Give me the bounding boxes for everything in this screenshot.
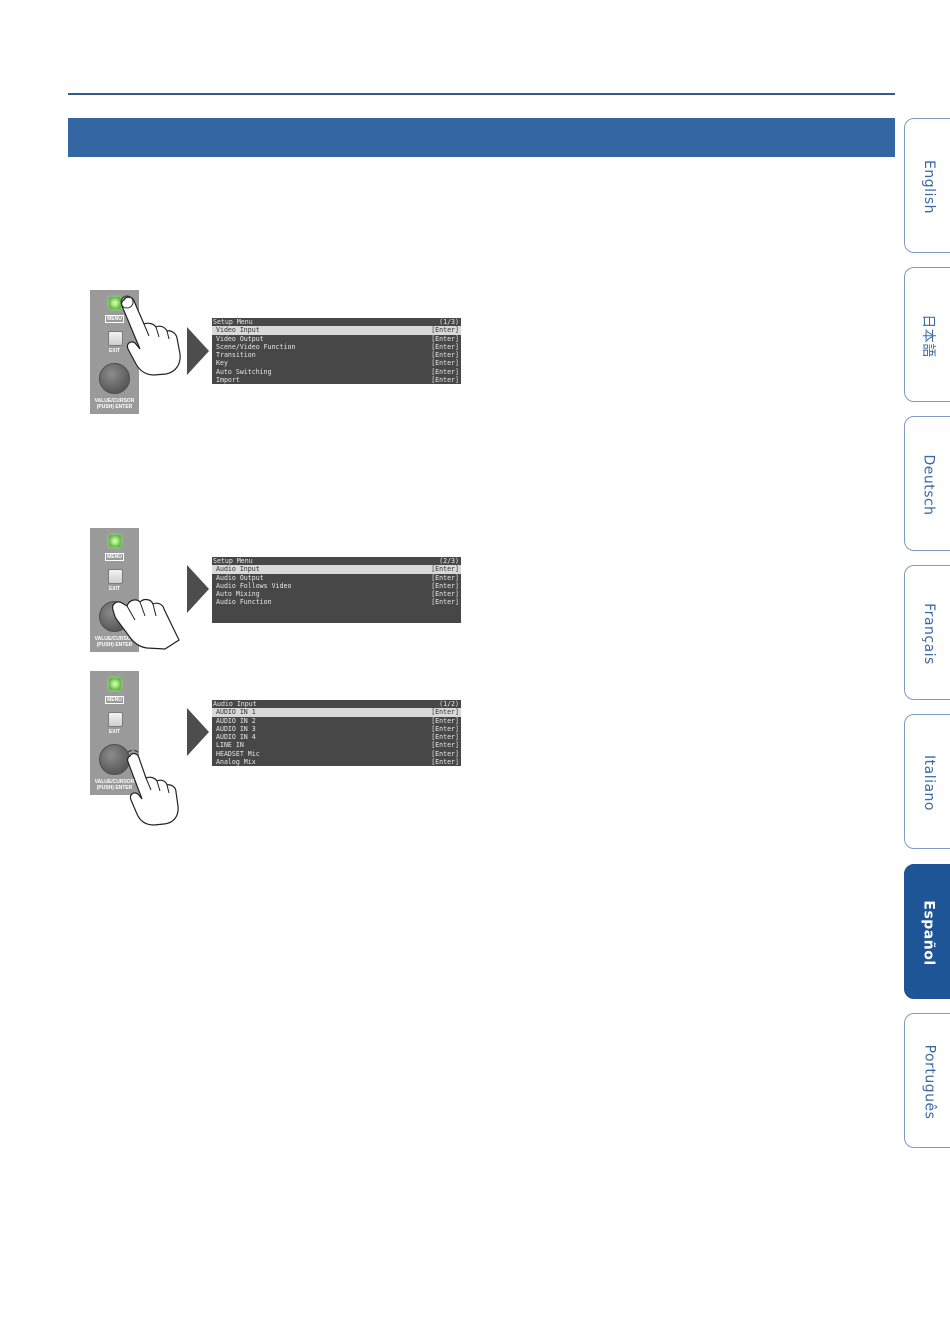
turning-hand-icon: [112, 598, 180, 650]
menu-row[interactable]: Video Output[Enter]: [216, 334, 459, 343]
tab-deutsch[interactable]: Deutsch: [904, 416, 950, 551]
menu-row-selected[interactable]: Video Input[Enter]: [212, 326, 461, 335]
value-cursor-knob[interactable]: [99, 363, 130, 394]
tab-italiano[interactable]: Italiano: [904, 714, 950, 849]
menu-row[interactable]: LINE IN[Enter]: [216, 741, 459, 750]
exit-button-label: EXIT: [108, 729, 121, 735]
screen-header: Setup Menu(2/3): [213, 557, 459, 565]
menu-row[interactable]: AUDIO IN 3[Enter]: [216, 724, 459, 733]
exit-button-label: EXIT: [108, 348, 121, 354]
value-knob-label-2: (PUSH) ENTER: [96, 642, 133, 648]
menu-row[interactable]: AUDIO IN 2[Enter]: [216, 716, 459, 725]
menu-button-label: MENU: [105, 315, 124, 323]
tab-espanol[interactable]: Español: [904, 864, 950, 999]
exit-button[interactable]: [108, 569, 123, 584]
arrow-right-icon: [187, 327, 209, 375]
menu-button-label: MENU: [105, 553, 124, 561]
exit-button[interactable]: [108, 712, 123, 727]
menu-row[interactable]: Key[Enter]: [216, 359, 459, 368]
menu-row[interactable]: Scene/Video Function[Enter]: [216, 342, 459, 351]
menu-row-selected[interactable]: Audio Input[Enter]: [212, 565, 461, 574]
menu-row[interactable]: AUDIO IN 4[Enter]: [216, 733, 459, 742]
pressing-hand-icon: [127, 750, 179, 826]
lcd-screen-setup-menu-2: Setup Menu(2/3) Audio Input[Enter] Audio…: [212, 557, 461, 623]
menu-button-label: MENU: [105, 696, 124, 704]
exit-button[interactable]: [108, 331, 123, 346]
menu-row[interactable]: HEADSET Mic[Enter]: [216, 749, 459, 758]
menu-row-selected[interactable]: AUDIO IN 1[Enter]: [212, 708, 461, 717]
value-knob-label-1: VALUE/CURSOR: [94, 398, 135, 404]
tab-portugues[interactable]: Português: [904, 1013, 950, 1148]
menu-row[interactable]: Transition[Enter]: [216, 351, 459, 360]
pointing-hand-icon: [120, 295, 181, 376]
value-knob-label-2: (PUSH) ENTER: [96, 785, 133, 791]
value-cursor-knob[interactable]: [99, 744, 130, 775]
exit-button-label: EXIT: [108, 586, 121, 592]
arrow-right-icon: [187, 565, 209, 613]
header-rule: [68, 93, 895, 95]
menu-row[interactable]: Auto Switching[Enter]: [216, 367, 459, 376]
device-panel-step3: MENU EXIT VALUE/CURSOR (PUSH) ENTER: [90, 671, 139, 795]
screen-header: Setup Menu(1/3): [213, 318, 459, 326]
tab-english[interactable]: English: [904, 118, 950, 253]
lcd-screen-setup-menu-1: Setup Menu(1/3) Video Input[Enter] Video…: [212, 318, 461, 384]
menu-led-icon: [109, 678, 121, 690]
menu-row[interactable]: Auto Mixing[Enter]: [216, 590, 459, 599]
value-knob-label-1: VALUE/CURSOR: [94, 779, 135, 785]
menu-row[interactable]: Audio Follows Video[Enter]: [216, 581, 459, 590]
value-knob-label-1: VALUE/CURSOR: [94, 636, 135, 642]
menu-led-icon: [109, 297, 121, 309]
arrow-right-icon: [187, 708, 209, 756]
menu-row[interactable]: Audio Function[Enter]: [216, 598, 459, 607]
lcd-screen-audio-input: Audio Input(1/2) AUDIO IN 1[Enter] AUDIO…: [212, 700, 461, 766]
menu-led-icon: [109, 535, 121, 547]
tab-francais[interactable]: Français: [904, 565, 950, 700]
value-knob-label-2: (PUSH) ENTER: [96, 404, 133, 410]
menu-row[interactable]: Analog Mix[Enter]: [216, 758, 459, 767]
menu-row[interactable]: Audio Output[Enter]: [216, 573, 459, 582]
tab-japanese[interactable]: 日本語: [904, 267, 950, 402]
section-title-band: [68, 118, 895, 157]
menu-row[interactable]: Import[Enter]: [216, 376, 459, 385]
screen-header: Audio Input(1/2): [213, 700, 459, 708]
